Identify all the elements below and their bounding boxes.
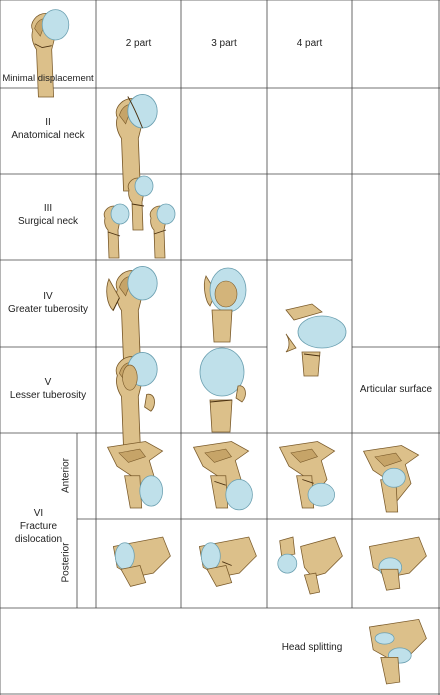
label-row-vi-name-1: Fracture (19, 521, 58, 532)
illustration-greater-tuberosity-3part (203, 267, 247, 343)
illustration-posterior-articular (368, 536, 427, 591)
illustration-anterior-3part (193, 441, 253, 511)
label-row-v-name: Lesser tuberosity (9, 390, 87, 401)
illustration-lesser-tuberosity-3part (199, 347, 246, 433)
label-head-splitting: Head splitting (281, 642, 343, 653)
illustration-surgical-neck-top (127, 175, 154, 231)
illustration-anterior-articular (363, 445, 419, 513)
illustration-minimal-displacement (31, 9, 70, 98)
illustration-posterior-2part (112, 536, 171, 587)
illustration-lesser-tuberosity-2part (115, 351, 158, 450)
header-3-part: 3 part (211, 38, 237, 49)
illustration-anatomical-neck-2part (115, 93, 158, 192)
illustration-head-splitting (368, 618, 427, 685)
label-row-iv-number: IV (43, 291, 53, 302)
illustration-posterior-3part (198, 536, 257, 587)
label-row-iv-name: Greater tuberosity (7, 304, 89, 315)
label-anterior: Anterior (60, 458, 72, 494)
illustration-surgical-neck-right (149, 203, 176, 259)
label-row-iii-number: III (43, 203, 53, 214)
label-row-iii-name: Surgical neck (17, 216, 79, 227)
illustration-posterior-4part (277, 536, 343, 595)
label-posterior: Posterior (60, 542, 72, 583)
illustration-anterior-4part (279, 441, 335, 509)
label-row-v-number: V (44, 377, 52, 388)
header-2-part: 2 part (125, 38, 152, 49)
label-row-ii-name: Anatomical neck (11, 130, 85, 141)
label-row-vi-number: VI (33, 508, 44, 519)
label-articular-surface: Articular surface (359, 384, 433, 395)
illustration-4part (285, 303, 347, 377)
illustration-anterior-2part (107, 441, 163, 509)
illustration-greater-tuberosity-2part (106, 265, 158, 364)
illustration-surgical-neck-left (103, 203, 130, 259)
header-4-part: 4 part (296, 38, 323, 49)
label-minimal-displacement: Minimal displacement (2, 73, 94, 84)
label-row-ii-number: II (45, 117, 51, 128)
label-row-vi-name-2: dislocation (14, 534, 63, 545)
